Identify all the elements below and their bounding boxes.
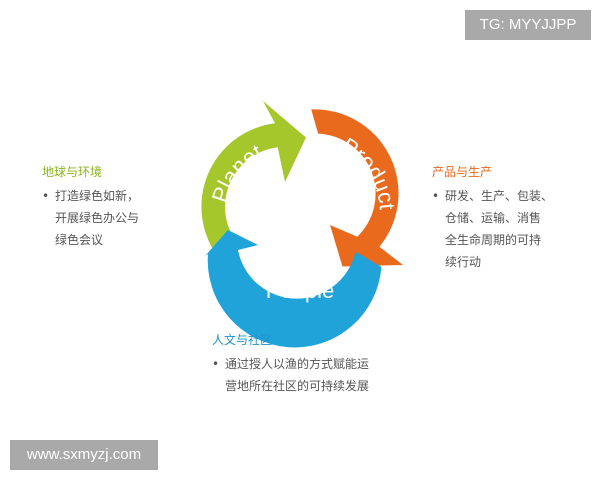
people-desc-line: 营地所在社区的可持续发展 [225, 379, 370, 393]
product-desc-line: 研发、生产、包装、 [445, 189, 554, 203]
product-desc-line: 全生命周期的可持 [445, 233, 542, 247]
planet-bullet: • [42, 189, 50, 203]
planet-desc-line: 绿色会议 [55, 233, 104, 247]
people-arrow-segment [205, 230, 382, 348]
product-bullet: • [432, 189, 440, 203]
people-desc-line: 通过授人以渔的方式赋能运 [225, 357, 370, 371]
planet-section-title: 地球与环境 [42, 165, 103, 179]
people-bullet: • [212, 357, 220, 371]
tg-watermark: TG: MYYJJPP [465, 10, 591, 40]
product-section-title: 产品与生产 [432, 165, 493, 179]
planet-desc-line: 开展绿色办公与 [55, 211, 140, 225]
product-desc-line: 续行动 [445, 255, 482, 269]
product-desc-line: 仓储、运输、消售 [445, 211, 542, 225]
product-arrow-segment [311, 109, 403, 267]
people-label: People [266, 278, 335, 303]
planet-arrow-segment [201, 101, 306, 259]
planet-desc-line: 打造绿色如新， [55, 189, 140, 203]
site-watermark: www.sxmyzj.com [10, 440, 158, 470]
people-section-title: 人文与社区 [212, 333, 273, 347]
